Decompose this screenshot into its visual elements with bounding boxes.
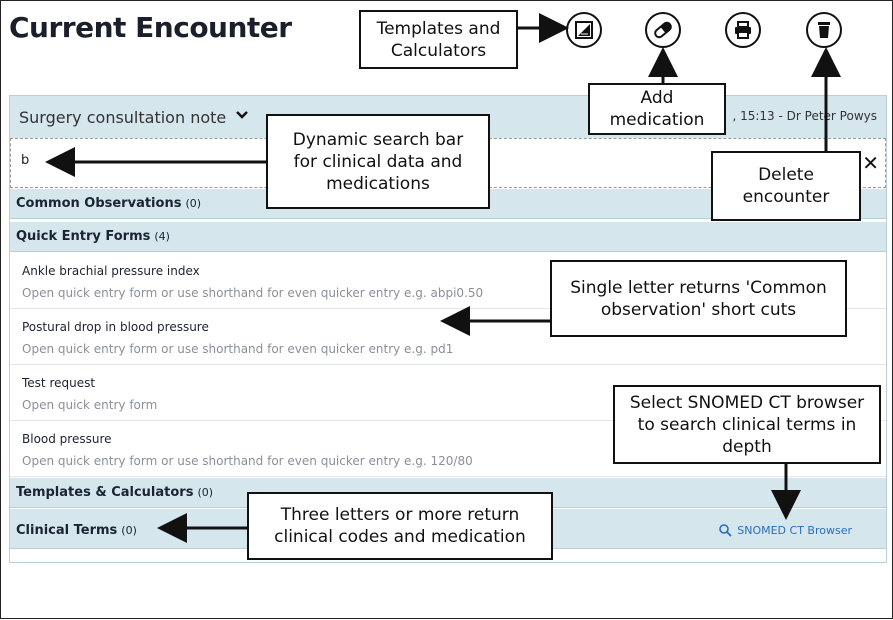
printer-icon: [735, 21, 751, 39]
section-label: Clinical Terms(0): [16, 523, 137, 538]
callout-single-letter: Single letter returns 'Common observatio…: [550, 260, 847, 337]
callout-add-medication: Add medication: [588, 83, 726, 135]
callout-search-bar: Dynamic search bar for clinical data and…: [266, 114, 490, 209]
add-medication-button[interactable]: [645, 12, 681, 48]
templates-calculators-button[interactable]: [566, 12, 602, 48]
callout-snomed: Select SNOMED CT browser to search clini…: [613, 385, 881, 464]
list-item-name: Ankle brachial pressure index: [22, 264, 200, 278]
callout-delete-encounter: Delete encounter: [711, 151, 861, 221]
section-count: (0): [121, 524, 137, 537]
callout-three-letters: Three letters or more return clinical co…: [247, 492, 553, 560]
list-item-description: Open quick entry form or use shorthand f…: [22, 454, 473, 468]
encounter-meta: , 15:13 - Dr Peter Powys: [732, 109, 877, 123]
search-icon: [719, 524, 732, 537]
section-quick-entry-forms[interactable]: Quick Entry Forms(4): [10, 222, 886, 252]
list-item-description: Open quick entry form or use shorthand f…: [22, 286, 484, 300]
section-label: Common Observations(0): [16, 196, 202, 211]
calculator-icon: [575, 21, 593, 39]
delete-encounter-button[interactable]: [806, 12, 842, 48]
snomed-browser-label: SNOMED CT Browser: [737, 524, 852, 537]
section-count: (0): [197, 486, 214, 499]
snomed-browser-link[interactable]: SNOMED CT Browser: [719, 524, 852, 537]
pill-icon: [654, 21, 672, 39]
list-item-name: Postural drop in blood pressure: [22, 320, 209, 334]
trash-icon: [818, 22, 830, 38]
list-item-name: Test request: [22, 376, 96, 390]
section-label: Quick Entry Forms(4): [16, 229, 170, 244]
note-type-select[interactable]: Surgery consultation note: [19, 108, 227, 127]
page-title: Current Encounter: [9, 11, 292, 44]
section-count: (0): [185, 197, 202, 210]
print-button[interactable]: [725, 12, 761, 48]
list-item-description: Open quick entry form: [22, 398, 158, 412]
list-item-name: Blood pressure: [22, 432, 112, 446]
callout-templates-calculators: Templates and Calculators: [359, 10, 518, 69]
chevron-down-icon[interactable]: [236, 110, 248, 120]
clear-search-icon[interactable]: ✕: [862, 151, 879, 175]
list-item-description: Open quick entry form or use shorthand f…: [22, 342, 454, 356]
section-count: (4): [154, 230, 170, 243]
section-label: Templates & Calculators(0): [16, 485, 214, 500]
